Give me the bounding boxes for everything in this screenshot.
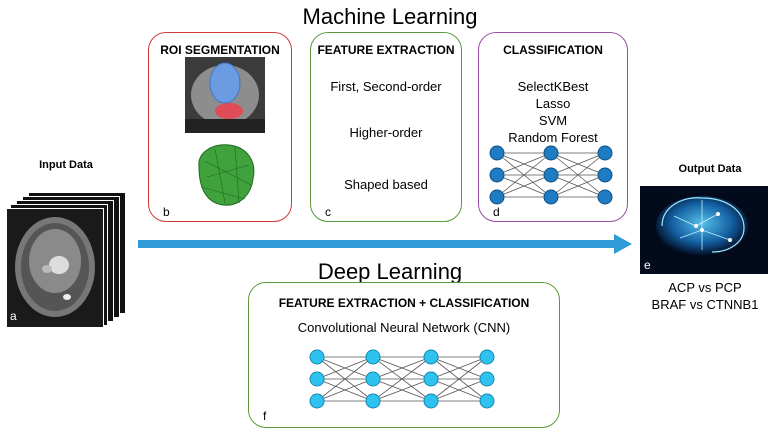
input-data-label: Input Data (39, 159, 93, 171)
process-arrow (138, 234, 632, 254)
network-edge (316, 356, 374, 380)
feature-extraction-box: FEATURE EXTRACTION First, Second-order H… (310, 32, 462, 222)
network-node (543, 145, 559, 161)
network-edge (316, 356, 374, 402)
network-node (597, 145, 613, 161)
classification-header: CLASSIFICATION (503, 43, 603, 57)
deep-letter: f (263, 409, 267, 423)
feature-item: First, Second-order (330, 79, 442, 94)
network-edge (430, 356, 488, 402)
network-node (489, 189, 505, 205)
network-edge (550, 174, 606, 198)
network-node (479, 393, 495, 409)
ml-neural-network (489, 145, 613, 205)
mri-front-slice (6, 208, 104, 328)
network-node (597, 189, 613, 205)
network-node (423, 371, 439, 387)
roi-header: ROI SEGMENTATION (160, 43, 280, 57)
classification-item: SelectKBest (517, 79, 589, 94)
network-node (543, 189, 559, 205)
output-ai-brain-image: e (640, 186, 768, 274)
classification-item: Lasso (535, 96, 571, 111)
network-node (489, 145, 505, 161)
network-edge (430, 356, 488, 380)
cnn-network-diagram (309, 349, 495, 409)
network-node (309, 371, 325, 387)
deep-learning-box: FEATURE EXTRACTION + CLASSIFICATION Conv… (248, 282, 560, 428)
deep-subtitle: Convolutional Neural Network (CNN) (297, 320, 511, 335)
network-node (309, 349, 325, 365)
roi-segmentation-box: ROI SEGMENTATION b (148, 32, 292, 222)
network-edge (430, 378, 488, 402)
network-edge (550, 152, 606, 176)
feature-header: FEATURE EXTRACTION (317, 43, 455, 57)
network-node (479, 349, 495, 365)
feature-letter: c (325, 205, 331, 219)
classification-box: CLASSIFICATION SelectKBest Lasso SVM Ran… (478, 32, 628, 222)
network-edge (372, 378, 432, 402)
network-edge (372, 356, 432, 402)
classification-letter: d (493, 205, 500, 219)
network-node (597, 167, 613, 183)
network-node (309, 393, 325, 409)
network-edge (316, 378, 374, 402)
network-node (423, 349, 439, 365)
output-letter: e (644, 258, 651, 272)
output-result-1: ACP vs PCP (668, 280, 742, 295)
roi-3d-mesh-image (185, 137, 265, 217)
network-edge (372, 356, 432, 380)
network-edge (550, 152, 606, 198)
classification-item: SVM (538, 113, 568, 128)
roi-letter: b (163, 205, 170, 219)
feature-item: Higher-order (349, 125, 423, 140)
network-edge (496, 152, 552, 198)
output-data-label: Output Data (678, 163, 742, 175)
feature-item: Shaped based (344, 177, 428, 192)
roi-mri-image (185, 57, 265, 133)
machine-learning-title: Machine Learning (302, 4, 478, 29)
deep-learning-title: Deep Learning (317, 259, 463, 284)
output-result-2: BRAF vs CTNNB1 (651, 297, 759, 312)
input-letter: a (10, 309, 17, 323)
network-node (365, 349, 381, 365)
network-node (365, 393, 381, 409)
network-node (489, 167, 505, 183)
network-edge (496, 174, 552, 198)
network-node (479, 371, 495, 387)
network-node (365, 371, 381, 387)
mri-stack: a (6, 188, 126, 328)
mri-brain-image (15, 217, 95, 317)
classification-item: Random Forest (508, 130, 598, 145)
network-node (543, 167, 559, 183)
network-node (423, 393, 439, 409)
deep-header: FEATURE EXTRACTION + CLASSIFICATION (278, 296, 530, 310)
network-edge (496, 152, 552, 176)
